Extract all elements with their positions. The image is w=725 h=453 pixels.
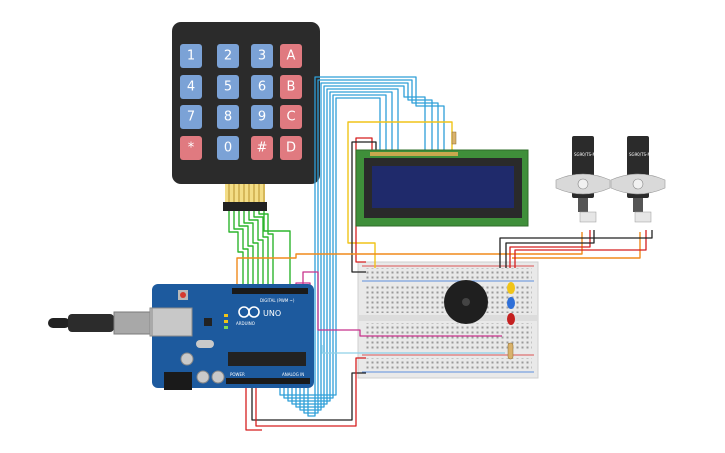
wires bbox=[228, 76, 653, 431]
key-6[interactable]: 6 bbox=[251, 75, 273, 99]
svg-text:5: 5 bbox=[224, 80, 232, 95]
svg-text:7: 7 bbox=[187, 110, 195, 125]
svg-text:9: 9 bbox=[258, 110, 266, 125]
key-c[interactable]: C bbox=[280, 105, 302, 129]
servo-2: SG90/TS-MH bbox=[610, 136, 666, 223]
key-0[interactable]: 0 bbox=[217, 136, 239, 160]
svg-text:8: 8 bbox=[224, 110, 232, 125]
keypad-row: 4 5 6 B bbox=[180, 75, 302, 99]
svg-text:ANALOG IN: ANALOG IN bbox=[282, 372, 304, 377]
svg-text:POWER: POWER bbox=[230, 372, 245, 377]
svg-text:SG90/TS-MH: SG90/TS-MH bbox=[629, 152, 654, 157]
svg-text:2: 2 bbox=[224, 49, 232, 64]
svg-text:3: 3 bbox=[258, 49, 266, 64]
key-9[interactable]: 9 bbox=[251, 105, 273, 129]
key-a[interactable]: A bbox=[280, 44, 302, 68]
resistor bbox=[507, 342, 514, 360]
svg-text:*: * bbox=[188, 141, 195, 156]
svg-text:SG90/TS-MH: SG90/TS-MH bbox=[574, 152, 599, 157]
led-red bbox=[507, 313, 515, 325]
key-1[interactable]: 1 bbox=[180, 44, 202, 68]
arduino-model: UNO bbox=[263, 309, 281, 318]
svg-text:4: 4 bbox=[187, 80, 195, 95]
key-7[interactable]: 7 bbox=[180, 105, 202, 129]
keypad-row: 7 8 9 C bbox=[180, 105, 302, 129]
key-2[interactable]: 2 bbox=[217, 44, 239, 68]
arduino-board: ARDUINO UNO DIGITAL (PWM ~) POWER ANALOG… bbox=[151, 284, 314, 390]
arduino-brand: ARDUINO bbox=[236, 321, 255, 326]
svg-text:DIGITAL (PWM ~): DIGITAL (PWM ~) bbox=[260, 298, 295, 303]
keypad-ribbon bbox=[223, 184, 267, 211]
svg-text:0: 0 bbox=[224, 141, 232, 156]
key-hash[interactable]: # bbox=[251, 136, 273, 160]
key-8[interactable]: 8 bbox=[217, 105, 239, 129]
key-d[interactable]: D bbox=[280, 136, 302, 160]
svg-text:B: B bbox=[287, 80, 296, 95]
key-5[interactable]: 5 bbox=[217, 75, 239, 99]
led-blue bbox=[507, 297, 515, 309]
svg-text:D: D bbox=[286, 141, 296, 156]
keypad-row: * 0 # D bbox=[180, 136, 302, 160]
key-b[interactable]: B bbox=[280, 75, 302, 99]
buzzer bbox=[444, 280, 488, 324]
keypad: 1 2 3 A 4 5 6 B 7 8 9 C * 0 # D bbox=[172, 22, 320, 211]
key-3[interactable]: 3 bbox=[251, 44, 273, 68]
lcd-display bbox=[355, 131, 529, 227]
key-4[interactable]: 4 bbox=[180, 75, 202, 99]
servo-1: SG90/TS-MH bbox=[555, 136, 611, 223]
svg-text:#: # bbox=[257, 141, 268, 156]
svg-text:C: C bbox=[286, 110, 295, 125]
svg-text:1: 1 bbox=[187, 49, 195, 64]
key-star[interactable]: * bbox=[180, 136, 202, 160]
keypad-row: 1 2 3 A bbox=[180, 44, 302, 68]
svg-text:A: A bbox=[287, 49, 296, 64]
svg-text:6: 6 bbox=[258, 80, 266, 95]
led-yellow bbox=[507, 282, 515, 294]
